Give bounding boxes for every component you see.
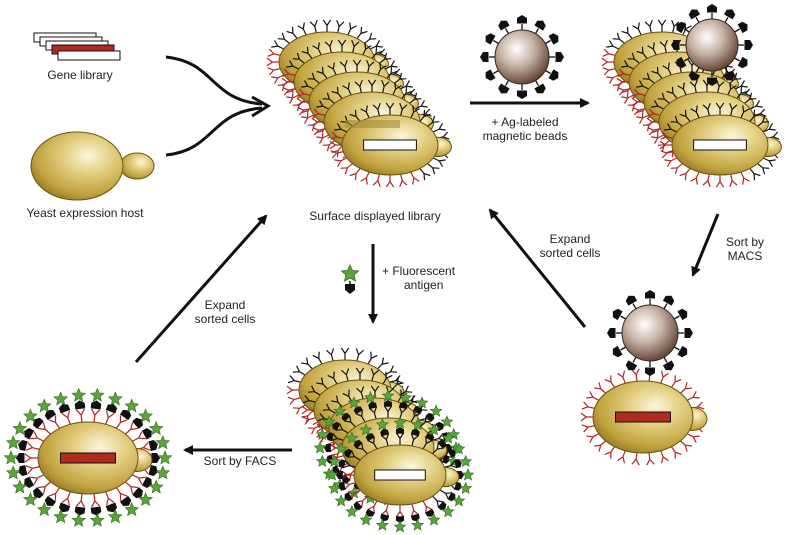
yeast-host-label: Yeast expression host (26, 206, 144, 220)
fluorescent-labeled-cells (286, 347, 475, 533)
macs-sorted-cell (580, 290, 708, 466)
facs-sorted-cell (3, 387, 173, 527)
fluorescent-antigen-icon (340, 264, 360, 294)
sort-facs-label: Sort by FACS (203, 454, 277, 468)
merge-arrows (165, 55, 271, 157)
yeast-host-icon (30, 131, 155, 201)
gene-library-label: Gene library (47, 68, 113, 82)
magnetic-bead-icon (480, 15, 564, 99)
surface-library-cells (266, 19, 452, 188)
gene-library-icon (33, 32, 121, 61)
surface-library-label: Surface displayed library (309, 209, 441, 223)
bead-bound-cells (601, 4, 782, 188)
process-arrows (134, 98, 720, 455)
